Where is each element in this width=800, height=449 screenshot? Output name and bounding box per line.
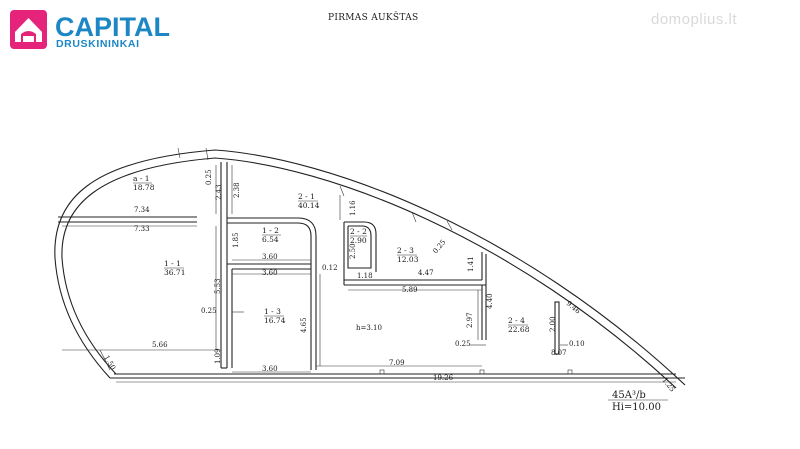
room-2-4: 2 - 4 22.68: [508, 316, 530, 334]
dim-label: 1.41: [467, 256, 475, 272]
dim-label: 2.43: [215, 184, 223, 200]
dim-label: 8.07: [551, 349, 567, 357]
room-area: 40.14: [298, 201, 320, 210]
dim-label: 2.38: [233, 182, 241, 198]
dimension-labels: 0.25 2.43 2.38 7.34 7.33 1.16 0.25 1.85 …: [102, 169, 676, 393]
dim-label: 1.25: [660, 376, 676, 393]
room-code: 2 - 4: [508, 316, 525, 325]
room-code: 2 - 1: [298, 192, 315, 201]
dim-label: 1.85: [232, 232, 240, 248]
dim-label: 0.12: [322, 264, 338, 272]
interior-walls: [58, 162, 573, 375]
room-code: 1 - 2: [262, 226, 279, 235]
room-code: 2 - 2: [350, 227, 367, 236]
room-1-2: 1 - 2 6.54: [262, 226, 281, 244]
dimension-lines: [62, 165, 676, 383]
dim-label: 1.18: [357, 272, 373, 280]
dim-label: 0.25: [201, 307, 217, 315]
dim-label: 5.89: [402, 286, 418, 294]
dim-label: 3.60: [262, 269, 278, 277]
dim-label: 1.16: [349, 200, 357, 216]
room-area: 18.78: [133, 183, 155, 192]
capital-logo: CAPITAL DRUSKININKAI: [10, 10, 170, 50]
dim-label: 2.97: [466, 312, 474, 328]
room-code: a - 1: [133, 174, 150, 183]
dim-label: 4.40: [486, 293, 494, 309]
room-labels: a - 1 18.78 1 - 1 36.71 1 - 2 6.54 1 - 3…: [133, 174, 530, 334]
room-2-1: 2 - 1 40.14: [298, 192, 320, 210]
plan-title: PIRMAS AUKŠTAS: [328, 11, 418, 23]
room-area: 16.74: [264, 316, 286, 325]
dim-label: 0.25: [431, 238, 447, 255]
dim-label: 2.00: [549, 316, 557, 332]
dim-label: 3.60: [262, 253, 278, 261]
height-note: h=3.10: [356, 324, 382, 332]
logo-city-text: DRUSKININKAI: [56, 38, 140, 50]
room-area: 36.71: [164, 268, 185, 277]
dim-label: 0.25: [205, 169, 213, 185]
watermark: domoplius.lt: [651, 11, 737, 28]
stamp-line-2: Hi=10.00: [612, 402, 661, 413]
stamp-line-1: 45A³/b: [612, 390, 646, 401]
dim-label: 3.60: [262, 365, 278, 373]
dim-label: 0.10: [569, 340, 585, 348]
dim-label: 4.65: [300, 317, 308, 333]
room-1-3: 1 - 3 16.74: [264, 307, 286, 325]
dim-label: 4.47: [418, 269, 434, 277]
house-logo-icon: [10, 10, 47, 49]
room-area: 12.03: [397, 255, 419, 264]
room-a-1: a - 1 18.78: [133, 174, 155, 192]
dim-label: 9.46: [565, 299, 583, 315]
room-code: 1 - 1: [164, 259, 181, 268]
room-code: 1 - 3: [264, 307, 281, 316]
plan-stamp: 45A³/b Hi=10.00: [608, 390, 668, 413]
dim-label: 7.09: [389, 359, 405, 367]
dim-label: 1.09: [214, 348, 222, 364]
logo-brand-text: CAPITAL: [55, 12, 170, 42]
dim-label: 7.33: [134, 225, 150, 233]
room-1-1: 1 - 1 36.71: [164, 259, 185, 277]
room-code: 2 - 3: [397, 246, 414, 255]
room-area: 22.68: [508, 325, 530, 334]
dim-label: 5.66: [152, 341, 168, 349]
room-2-3: 2 - 3 12.03: [397, 246, 419, 264]
dim-label: 0.25: [455, 340, 471, 348]
outer-walls: [54, 147, 686, 389]
dim-label: 7.34: [134, 206, 150, 214]
dim-label: 19.26: [433, 374, 454, 382]
room-area: 2.90: [350, 236, 367, 245]
dim-label: 2.50: [349, 243, 357, 259]
room-2-2: 2 - 2 2.90: [350, 227, 367, 245]
dim-label: 1.50: [102, 354, 117, 372]
dim-label: 5.53: [214, 278, 222, 294]
room-area: 6.54: [262, 235, 279, 244]
